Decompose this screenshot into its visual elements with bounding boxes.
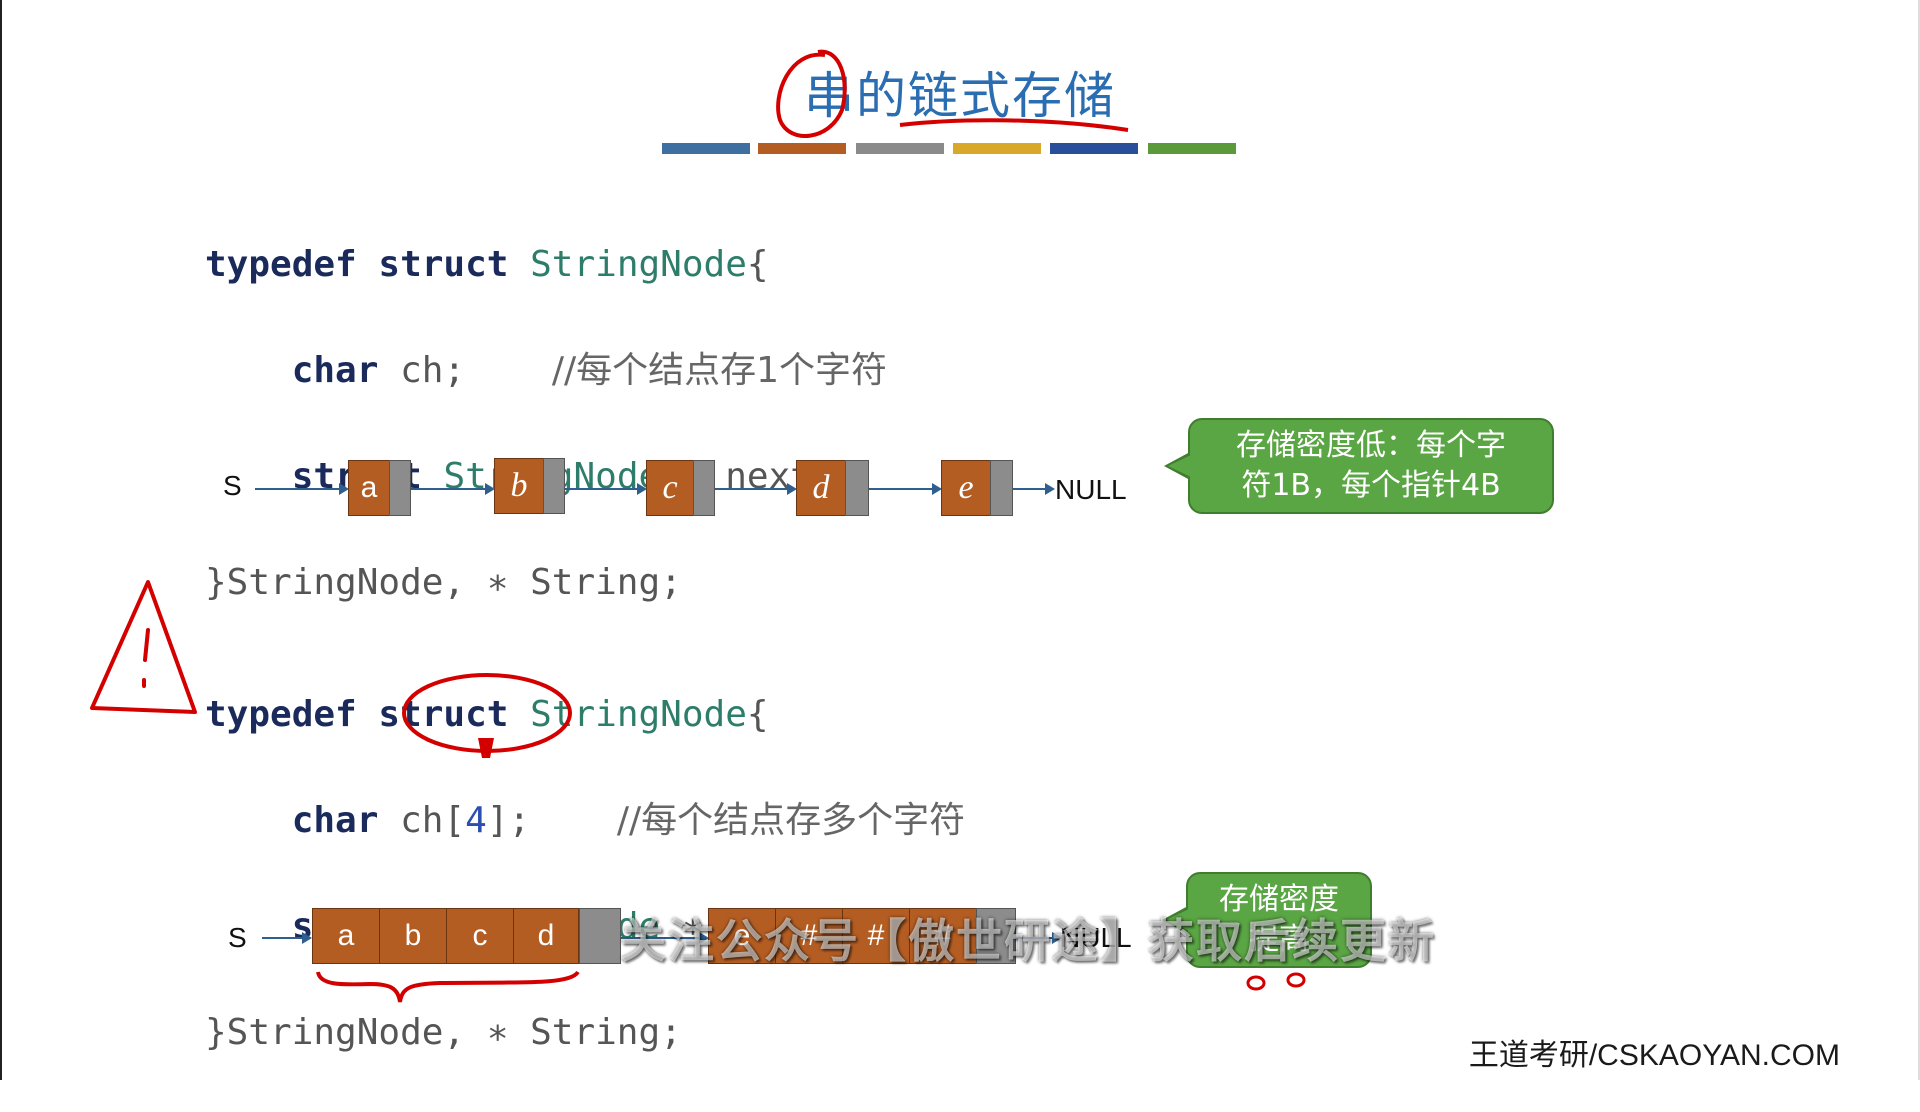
diagram2-node2-char-4: # (909, 908, 977, 964)
diagram1-arrow-2 (565, 483, 647, 495)
diagram2-arrow-1 (621, 932, 709, 944)
diagram2-node2-char-2: # (775, 908, 843, 964)
diagram1-density-bubble: 存储密度低：每个字 符1B，每个指针4B (1164, 418, 1554, 514)
diagram1-head-label: S (223, 470, 242, 501)
warning-triangle-annotation (90, 580, 197, 714)
bubble-mark-1 (1246, 975, 1266, 991)
diagram1-null-label: NULL (1055, 474, 1127, 505)
frame-right-border (1918, 0, 1920, 1080)
title-color-bar-5 (1050, 143, 1138, 154)
diagram1-arrow-4 (869, 483, 942, 495)
diagram1-arrow-3 (715, 483, 797, 495)
title-color-bar-3 (856, 143, 944, 154)
diagram2-node1-char-4: d (513, 908, 579, 964)
diagram2-head-label: S (228, 922, 247, 953)
code2-line2: char ch[4]; //每个结点存多个字符 (291, 800, 966, 841)
diagram2-bubble-line2: 提高 (1249, 922, 1309, 957)
diagram1-node5-char: e (941, 460, 991, 516)
diagram2-node2-ptr (976, 908, 1016, 964)
brand-footer: 王道考研/CSKAOYAN.COM (1468, 1039, 1840, 1072)
watermark-overlay: 关注公众号【傲世研途】获取后续更新 (620, 914, 1436, 968)
diagram1-node3-char: c (646, 460, 694, 516)
code-block-1: typedef struct StringNode{ char ch; //每个… (205, 185, 887, 662)
diagram2-node1-char-2: b (379, 908, 447, 964)
diagram2-density-bubble: 存储密度 提高 (1162, 872, 1372, 968)
diagram2-arrow-0 (262, 932, 312, 944)
title-color-bar-6 (1148, 143, 1236, 154)
bubble-mark-2 (1286, 972, 1306, 988)
diagram1-bubble-line2: 符1B，每个指针4B (1241, 468, 1501, 503)
title-color-bar-4 (953, 143, 1041, 154)
diagram1-node5-ptr (990, 460, 1013, 516)
diagram1-bubble-line1: 存储密度低：每个字 (1236, 428, 1506, 463)
code2-line4: }StringNode, ∗ String; (205, 1012, 682, 1053)
diagram1-node2-char: b (494, 458, 544, 514)
title-color-bar-1 (662, 143, 750, 154)
diagram1-node1-char: a (348, 460, 390, 516)
code1-line2: char ch; //每个结点存1个字符 (291, 350, 887, 391)
diagram1-arrow-0 (255, 483, 349, 495)
frame-left-border (0, 0, 2, 1080)
diagram1-node4-ptr (845, 460, 869, 516)
code1-line1: typedef struct StringNode{ (205, 244, 769, 285)
code2-line1: typedef struct StringNode{ (205, 694, 769, 735)
title-color-bar-2 (758, 143, 846, 154)
code-block-2: typedef struct StringNode{ char ch[4]; /… (205, 635, 965, 1112)
diagram1-node2-ptr (543, 458, 565, 514)
warning-exclamation-annotation (142, 628, 150, 688)
diagram1-node1-ptr (389, 460, 411, 516)
diagram2-node1-char-1: a (312, 908, 380, 964)
diagram1-node4-char: d (796, 460, 846, 516)
diagram2-node1-char-3: c (446, 908, 514, 964)
diagram2-bubble-line1: 存储密度 (1219, 882, 1339, 917)
diagram1-arrow-5 (1013, 483, 1055, 495)
diagram2-node1-ptr (579, 908, 621, 964)
slide-title: 串的链式存储 (804, 67, 1116, 125)
diagram1-node3-ptr (693, 460, 715, 516)
diagram1-arrow-1 (411, 483, 495, 495)
diagram2-node2-char-1: e (708, 908, 776, 964)
diagram2-arrow-2 (1016, 932, 1062, 944)
code1-line4: }StringNode, ∗ String; (205, 562, 682, 603)
diagram2-null-label: NULL (1060, 922, 1132, 953)
